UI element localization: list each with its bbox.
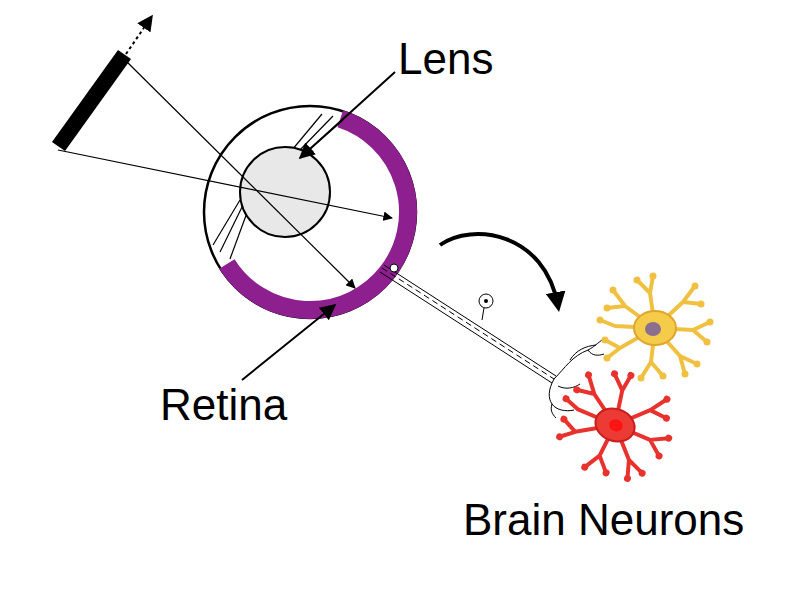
neuron-dendrites (542, 353, 689, 495)
neuron-dendrites (597, 273, 714, 382)
axon-edge (380, 272, 552, 383)
neuron-soma (591, 403, 640, 447)
neuron-soma (479, 294, 493, 308)
optic-neuron (380, 264, 606, 418)
part-label: Brain Neurons (463, 498, 793, 542)
neuron-soma (634, 311, 676, 345)
ciliary-line (292, 114, 322, 150)
ciliary-line (213, 200, 240, 245)
retina-band (227, 119, 408, 310)
lens-shape (240, 147, 330, 237)
soma-nucleus (484, 299, 488, 303)
leader-arrow (300, 72, 395, 158)
curved-arrow (440, 234, 558, 306)
soma-stem (482, 308, 484, 320)
neuron-nucleus (645, 322, 661, 336)
nerve-ending (390, 264, 398, 272)
part-label: Lens (398, 37, 518, 81)
brain-neuron (597, 273, 714, 382)
brain-neuron (542, 353, 689, 495)
object-bar (52, 50, 131, 151)
motion-arrow (126, 16, 152, 54)
leader-arrow (242, 305, 335, 380)
axon-edge (384, 265, 556, 376)
axon-myelin (382, 268, 554, 379)
axon-terminal (554, 338, 606, 379)
neuron-nucleus (607, 417, 624, 433)
light-ray (58, 150, 392, 218)
eyeball-outline (204, 106, 416, 318)
part-label: Retina (160, 383, 330, 427)
light-ray (121, 56, 355, 288)
ciliary-line (230, 210, 248, 259)
